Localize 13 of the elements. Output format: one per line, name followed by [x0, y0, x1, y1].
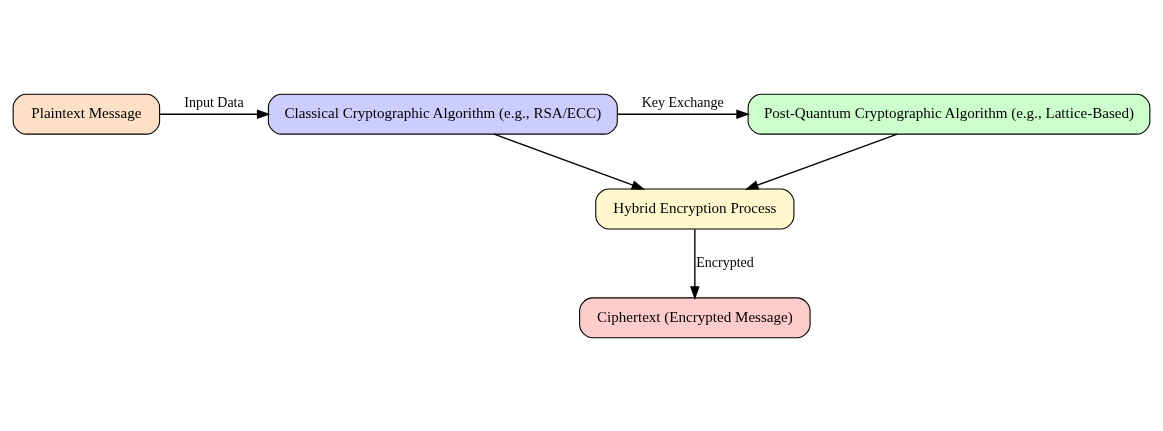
node-box: Post-Quantum Cryptographic Algorithm (e.g., Lattice-Based)	[747, 93, 1151, 135]
arrow	[690, 227, 700, 300]
arrow	[616, 108, 750, 119]
arrow	[159, 108, 271, 119]
edge-label: Input Data	[184, 94, 244, 110]
edge-label: Key Exchange	[641, 94, 724, 110]
node-box: Classical Cryptographic Algorithm (e.g., RSA/ECC)	[267, 93, 618, 135]
node-box: Hybrid Encryption Process	[595, 188, 795, 229]
arrow	[744, 132, 898, 190]
node-box: Ciphertext (Encrypted Message)	[579, 296, 811, 338]
arrow	[493, 132, 646, 190]
edge-label: Encrypted	[696, 254, 754, 270]
node-box: Plaintext Message	[12, 93, 161, 135]
